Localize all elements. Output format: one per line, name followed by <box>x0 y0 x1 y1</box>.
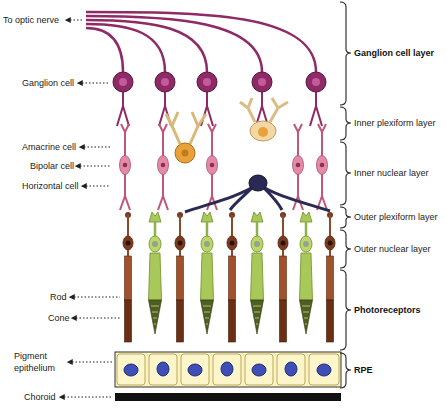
part-label: Choroid <box>24 391 56 403</box>
ganglion-cell <box>252 72 272 126</box>
amacrine-processes <box>240 98 288 122</box>
rpe-nucleus <box>252 364 266 376</box>
horizontal-cell-body <box>249 175 267 191</box>
layer-brace <box>340 107 351 140</box>
layer-label: Inner nuclear layer <box>354 167 429 179</box>
leader-lines <box>64 20 120 397</box>
leader-line <box>82 83 110 84</box>
part-label: Cone <box>48 312 70 324</box>
rpe-cell <box>181 354 209 385</box>
rpe-nucleus <box>188 364 202 376</box>
rpe-cells <box>117 354 339 385</box>
layer-brace <box>340 230 351 268</box>
leader-line <box>70 20 84 21</box>
part-label: Horizontal cell <box>22 180 79 192</box>
leader-line <box>74 297 120 298</box>
ganglion-cell <box>113 72 133 126</box>
rpe-layer <box>115 352 341 387</box>
rod-cell <box>175 212 185 342</box>
part-label: Pigment epithelium <box>14 350 68 374</box>
part-label: Ganglion cell <box>22 77 74 89</box>
leader-line <box>86 186 110 187</box>
bipolar-cell <box>317 124 328 210</box>
leader-line <box>80 166 110 167</box>
layer-label: RPE <box>354 364 373 376</box>
rpe-cell <box>149 354 177 385</box>
leader-line <box>72 362 112 363</box>
rpe-nucleus <box>157 362 169 376</box>
amacrine-processes <box>166 112 206 144</box>
ganglion-cell <box>197 72 217 126</box>
layer-braces <box>340 2 351 388</box>
layer-brace <box>340 2 351 105</box>
ganglion-cell <box>155 72 175 126</box>
leader-line <box>64 397 112 398</box>
amacrine-cell-body <box>175 143 195 163</box>
bipolar-cell <box>158 124 169 210</box>
rpe-nucleus <box>317 364 331 376</box>
cone-cell <box>149 212 162 334</box>
cone-cell <box>300 212 313 334</box>
rod-cell <box>227 212 237 342</box>
rpe-nucleus <box>221 362 233 376</box>
part-label: To optic nerve <box>3 14 59 26</box>
rpe-cell <box>213 354 241 385</box>
cone-cell <box>251 212 264 334</box>
rod-cell <box>278 212 288 342</box>
layer-brace <box>340 207 351 228</box>
part-label: Amacrine cell <box>22 141 76 153</box>
bipolar-cell <box>207 124 218 210</box>
rpe-nucleus <box>124 364 138 376</box>
ganglion-cell <box>306 72 326 126</box>
rpe-cell <box>309 354 339 385</box>
layer-label: Outer nuclear layer <box>354 243 431 255</box>
amacrine-nucleus <box>182 150 189 157</box>
choroid-band <box>115 393 341 401</box>
leader-line <box>76 318 120 319</box>
rpe-cell <box>245 354 273 385</box>
layer-brace <box>340 142 351 205</box>
cone-cell <box>201 212 214 334</box>
layer-label: Ganglion cell layer <box>354 47 434 59</box>
rod-cell <box>123 212 133 342</box>
layer-label: Outer plexiform layer <box>354 211 438 223</box>
rpe-cell <box>277 354 305 385</box>
bipolar-cell <box>120 124 131 210</box>
part-label: Rod <box>50 291 67 303</box>
ganglion-axons <box>86 12 316 72</box>
rpe-cell <box>117 354 145 385</box>
layer-brace <box>340 353 351 388</box>
layer-brace <box>340 270 351 350</box>
layer-label: Photoreceptors <box>354 304 421 316</box>
rod-cell <box>325 212 335 342</box>
amacrine-cell-body <box>250 121 276 141</box>
rpe-nucleus <box>285 362 297 376</box>
leader-line <box>84 147 110 148</box>
part-label: Bipolar cell <box>30 160 74 172</box>
layer-label: Inner plexiform layer <box>354 117 436 129</box>
bipolar-cell <box>293 124 304 210</box>
amacrine-nucleus <box>258 127 268 137</box>
